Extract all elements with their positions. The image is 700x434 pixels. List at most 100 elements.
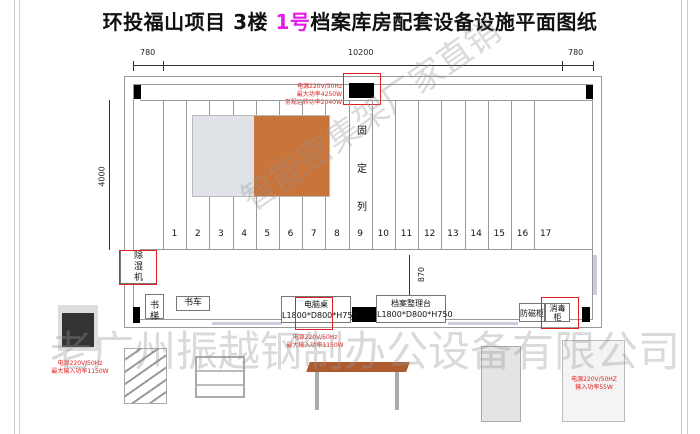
page-title: 环投福山项目 3楼 1号档案库房配套设备设施平面图纸 [0,6,700,35]
disinfection-char: 柜 [553,313,562,322]
desk-image-top [306,362,410,372]
shelf-column [534,100,557,250]
shelf-column-number: 12 [423,229,436,239]
dehumidifier-char: 机 [133,273,143,283]
dehumidifier-power-max: 最大输入功率1150W [51,368,109,375]
computer-desk-size: L1800*D800*H750 [282,311,358,320]
shelf-column-number: 13 [447,229,459,239]
dehumidifier-image [58,305,98,351]
shelf-column [464,100,488,250]
dehumidifier-char: 湿 [133,262,143,272]
desk-power-max: 最大输入功率1150W [286,342,344,349]
shelf-column-number: 5 [264,229,271,239]
shelf-column-number: 10 [377,229,390,239]
shelf-column [371,100,395,250]
dehumidifier-power-voltage: 电源220V/50Hz [57,360,103,367]
desk-power-voltage: 电源220V/50Hz [292,334,338,341]
power-max: 最大功率4250W [296,91,342,98]
wall-opening [448,322,518,325]
computer-desk-box: 电脑桌 L1800*D800*H750 [281,296,358,323]
aisle-dimension-line [409,255,410,295]
shelf-column [186,100,209,250]
dim-tick [163,61,164,71]
cart-label: 书车 [176,296,210,311]
room-outer-wall [124,76,602,328]
shelf-column [395,100,418,250]
column-pillar [133,307,140,323]
page-border-left-inner [19,0,20,434]
dimension-line-height [109,100,110,250]
dehumidifier-char: 除 [133,251,143,261]
shelf-column [487,100,511,250]
shelf-column-number: 7 [310,229,317,239]
shelf-column-number: 9 [357,229,363,239]
fixed-char: 列 [357,202,367,213]
column-pillar [352,307,376,322]
power-normal: 常规运转功率2040W [284,99,342,106]
dimension-line-top [133,65,593,66]
page-border-right [687,0,688,434]
shelf-column-number: 15 [493,229,506,239]
ladder-label: 书梯 [145,294,164,322]
shelf-column [348,100,372,250]
desk-image-leg [315,372,319,410]
antimagnetic-cabinet-image [481,346,521,422]
page-border-right-inner [681,0,682,434]
disinfection-power-voltage: 电源220V/50HZ [571,376,617,383]
dehumidifier-highlight [119,250,157,285]
computer-desk-highlight [295,297,333,330]
wall-opening [212,322,282,325]
archive-table-label: 档案整理台 [391,299,431,308]
disinfection-cabinet-box: 消毒柜 [545,303,570,322]
antimagnetic-cabinet-label: 防磁柜 [519,303,545,322]
shelf-column-number: 1 [171,229,178,239]
disinfection-cabinet-highlight [541,297,579,329]
shelf-column-number: 11 [400,229,413,239]
column-pillar [582,307,590,322]
archive-table-size: L1800*D800*H750 [377,310,453,319]
dim-tick [133,61,134,71]
disinfection-power-input: 输入功率55W [575,384,613,391]
title-highlight: 1号 [275,10,311,34]
ladder-image [124,348,167,404]
shelf-column-number: 8 [334,229,340,239]
shelf-column-number: 3 [218,229,224,239]
shelving-product-image [192,115,330,197]
shelf-column-number: 4 [241,229,247,239]
shelf-column-number: 6 [287,229,294,239]
computer-desk-label: 电脑桌 [304,300,328,309]
disinfection-cabinet-image [562,340,625,422]
dim-tick [562,61,563,71]
book-cart-image [195,356,245,398]
shelf-column-number: 16 [516,229,529,239]
power-voltage: 电源220V/50Hz [297,83,342,90]
dimension-center: 10200 [348,48,374,57]
wall-opening-right [593,255,597,295]
fixed-column-label: 固定列 [352,113,372,227]
title-part1: 环投福山项目 3楼 [102,10,276,34]
fixed-char: 固 [357,126,367,137]
disinfection-char: 消毒 [549,304,566,313]
shelf-column-number: 14 [470,229,482,239]
shelf-column [511,100,534,250]
column-pillar [134,85,141,99]
shelf-column [163,100,186,250]
power-box-highlight [343,73,381,105]
shelf-column [441,100,464,250]
fixed-char: 定 [357,164,367,175]
shelf-column-number: 2 [194,229,201,239]
aisle-dimension: 870 [417,266,427,283]
dim-tick [593,61,594,71]
mobile-shelving-area [140,100,593,250]
archive-table-box: 档案整理台 L1800*D800*H750 [376,295,453,323]
shelf-column-number: 17 [539,229,552,239]
shelf-column [418,100,441,250]
dimension-right: 780 [568,48,584,57]
column-pillar [586,85,593,99]
title-part2: 档案库房配套设备设施平面图纸 [310,10,598,34]
dimension-left: 780 [140,48,156,57]
desk-image-leg [395,372,399,410]
dimension-height: 4000 [97,166,107,187]
power-distribution-box [349,83,374,98]
page-border-left [14,0,15,434]
